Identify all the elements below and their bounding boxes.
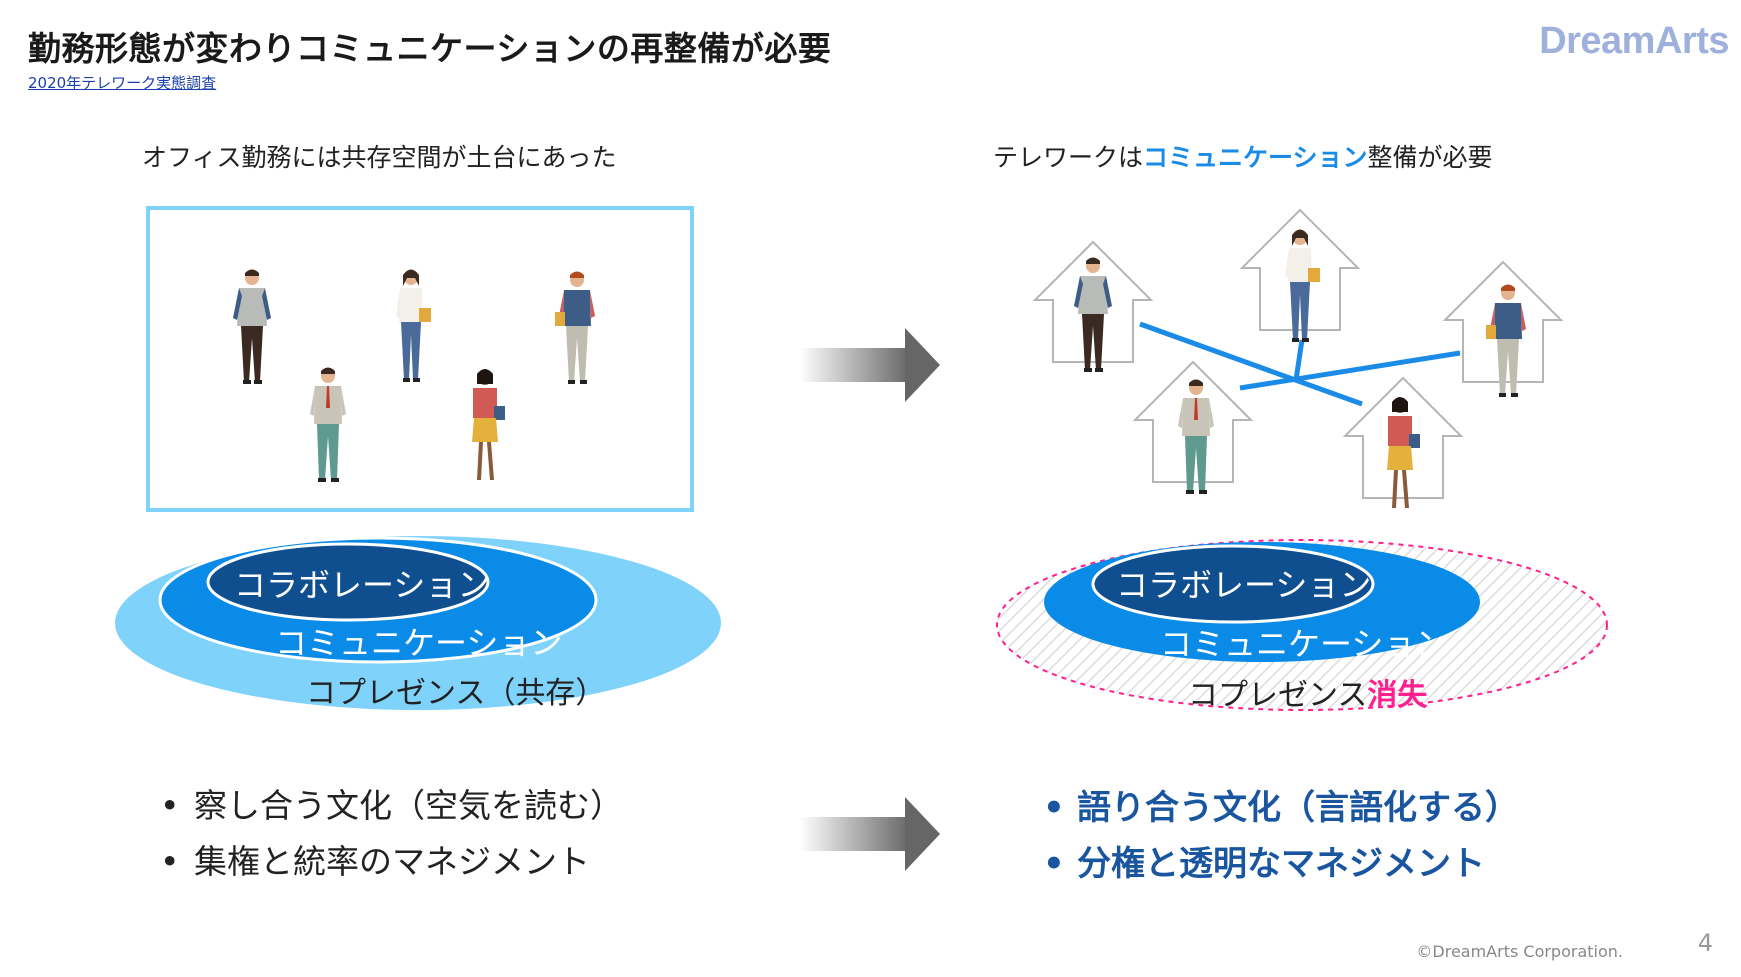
right-layer-inner: コラボレーション <box>1116 566 1371 604</box>
right-heading: テレワークはコミュニケーション整備が必要 <box>993 138 1493 174</box>
collaboration-ellipse <box>1091 544 1375 624</box>
bullet-text: 語り合う文化（言語化する） <box>1077 788 1519 828</box>
left-bullet-list: • 察し合う文化（空気を読む） • 集権と統率のマネジメント <box>152 778 623 890</box>
bullet-text: 分権と透明なマネジメント <box>1077 844 1485 884</box>
collaboration-ellipse <box>206 542 490 622</box>
copyright-footer: ©DreamArts Corporation. <box>1416 942 1623 961</box>
bullet-dot: • <box>1043 844 1065 884</box>
arrow-right-icon <box>800 328 940 402</box>
page-number: 4 <box>1697 929 1713 957</box>
left-layer-outer: コプレゼンス（共存） <box>306 676 605 711</box>
right-heading-highlight: コミュニケーション <box>1143 143 1368 172</box>
bullet-dot: • <box>160 786 180 825</box>
right-layer-outer: コプレゼンス消失 <box>1188 678 1428 713</box>
source-link[interactable]: 2020年テレワーク実態調査 <box>28 74 217 92</box>
office-box <box>146 206 694 512</box>
network-lines <box>1139 321 1461 407</box>
left-heading: オフィス勤務には共存空間が土台にあった <box>142 143 617 172</box>
left-layer-inner: コラボレーション <box>234 566 489 604</box>
arrow-right-icon <box>800 797 940 871</box>
list-item: • 集権と統率のマネジメント <box>152 834 623 890</box>
bullet-dot: • <box>1043 788 1065 828</box>
right-layer-middle: コミュニケーション <box>1160 625 1447 663</box>
bullet-dot: • <box>160 842 180 881</box>
left-layer-middle: コミュニケーション <box>275 624 562 662</box>
right-bullet-list: • 語り合う文化（言語化する） • 分権と透明なマネジメント <box>1035 780 1519 892</box>
dreamarts-logo: DreamArts <box>1539 20 1729 62</box>
bullet-text: 集権と統率のマネジメント <box>194 842 590 881</box>
right-heading-post: 整備が必要 <box>1367 143 1493 172</box>
right-heading-pre: テレワークは <box>993 143 1144 172</box>
right-layer-outer-pre: コプレゼンス <box>1188 678 1367 713</box>
right-layer-outer-highlight: 消失 <box>1367 678 1428 713</box>
list-item: • 語り合う文化（言語化する） <box>1035 780 1519 836</box>
list-item: • 分権と透明なマネジメント <box>1035 836 1519 892</box>
list-item: • 察し合う文化（空気を読む） <box>152 778 623 834</box>
bullet-text: 察し合う文化（空気を読む） <box>194 786 623 825</box>
slide-title: 勤務形態が変わりコミュニケーションの再整備が必要 <box>28 29 832 68</box>
